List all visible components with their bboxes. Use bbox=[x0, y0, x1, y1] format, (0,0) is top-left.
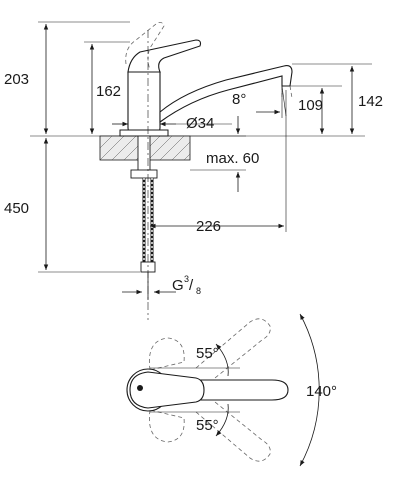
dim-hose-length: 450 bbox=[4, 138, 140, 273]
dim-450-label: 450 bbox=[4, 200, 29, 217]
angle-up-label: 55° bbox=[196, 345, 219, 362]
angle-down-label: 55° bbox=[196, 417, 219, 434]
dim-connection-thread: G 3 / 8 bbox=[122, 274, 201, 296]
spout-top bbox=[179, 379, 289, 401]
faucet-spout bbox=[159, 65, 293, 124]
dim-max60-label: max. 60 bbox=[206, 150, 259, 167]
swivel-angle-label: 140° bbox=[306, 383, 337, 400]
spout-top-ghost-down bbox=[195, 397, 271, 462]
thread-numerator: 3 bbox=[184, 274, 189, 284]
dim-total-height: 203 bbox=[4, 21, 130, 134]
dim-lever-angle-down: 55° bbox=[196, 403, 229, 437]
dim-max-thickness: max. 60 bbox=[190, 116, 259, 192]
lever-top-ghost-up bbox=[149, 337, 185, 371]
dim-142-label: 142 bbox=[358, 93, 383, 110]
faucet-body bbox=[127, 71, 161, 133]
dim-spout-height: 142 bbox=[292, 63, 383, 134]
dim-diameter-label: Ø34 bbox=[186, 115, 214, 132]
lever-top-ghost-down bbox=[149, 409, 185, 443]
thread-denominator: 8 bbox=[196, 286, 201, 296]
faucet-lever bbox=[127, 39, 202, 73]
spout-top-ghost-up bbox=[195, 318, 271, 383]
dim-162-label: 162 bbox=[96, 83, 121, 100]
dim-body-diameter: Ø34 bbox=[112, 115, 232, 132]
shank-and-hoses bbox=[130, 135, 158, 300]
dim-203-label: 203 bbox=[4, 71, 29, 88]
dim-8deg-label: 8° bbox=[232, 91, 246, 108]
thread-prefix: G bbox=[172, 277, 184, 294]
thread-slash: / bbox=[189, 277, 194, 294]
faucet-base bbox=[119, 129, 169, 137]
swivel-range-arc: 140° bbox=[299, 313, 337, 467]
lever-indicator-dot bbox=[137, 385, 143, 391]
dim-226-label: 226 bbox=[196, 218, 221, 235]
dim-lever-height: 162 bbox=[84, 41, 130, 134]
lever-top bbox=[129, 371, 205, 409]
dim-spout-reach: 226 bbox=[150, 90, 287, 235]
dim-spout-angle: 8° bbox=[232, 85, 287, 118]
dim-outlet-height: 109 bbox=[290, 85, 342, 134]
dim-lever-angle-up: 55° bbox=[196, 343, 229, 377]
dim-109-label: 109 bbox=[298, 97, 323, 114]
